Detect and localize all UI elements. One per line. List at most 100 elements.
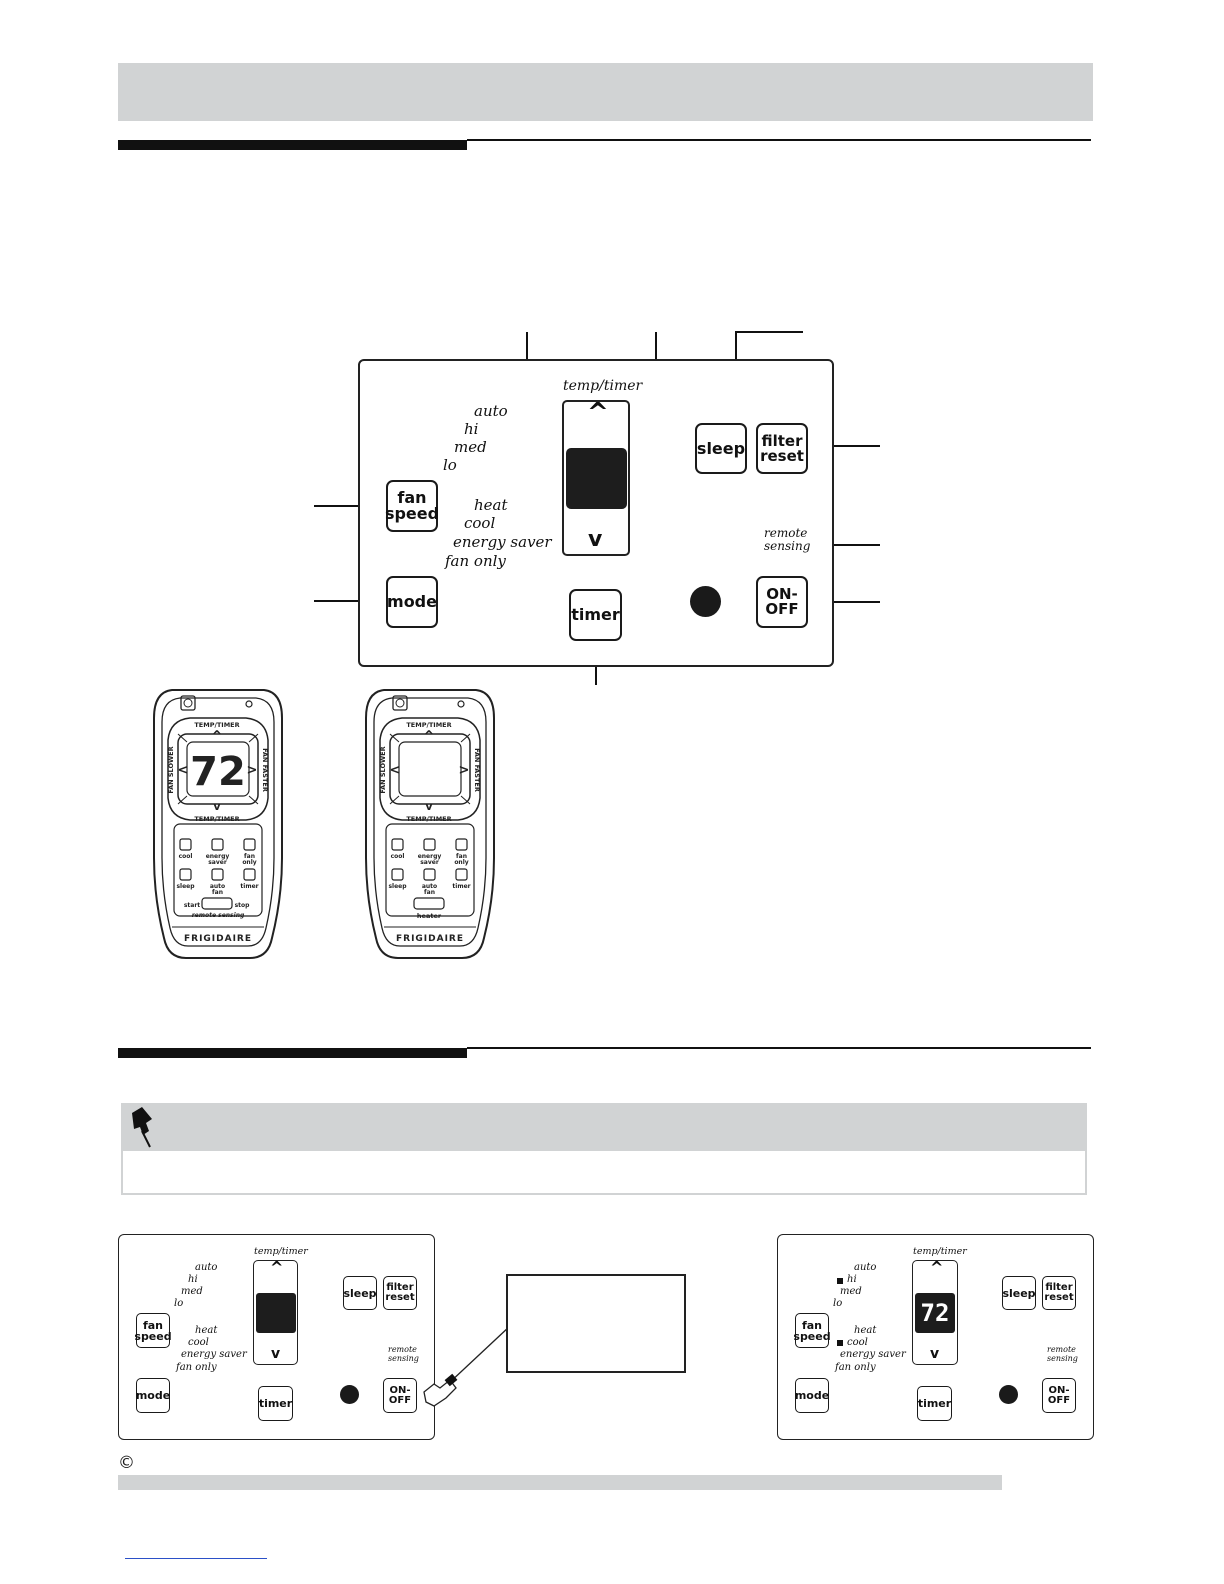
right-arrow-icon[interactable]: > bbox=[247, 763, 258, 778]
mode-heat: heat bbox=[195, 1325, 218, 1336]
on-off-button[interactable]: ON- OFF bbox=[383, 1378, 417, 1413]
fan-level-med: med bbox=[840, 1286, 862, 1297]
fan-speed-button[interactable]: fan speed bbox=[385, 480, 439, 532]
fan-faster-label: FAN FASTER bbox=[261, 748, 269, 792]
timer-button[interactable]: timer bbox=[258, 1386, 293, 1421]
temp-timer-top-label: TEMP/TIMER bbox=[406, 721, 451, 729]
right-arrow-icon[interactable]: > bbox=[459, 763, 470, 778]
note-body bbox=[121, 1151, 1087, 1195]
timer-button[interactable]: timer bbox=[569, 589, 622, 641]
mode-button[interactable]: mode bbox=[795, 1378, 829, 1413]
mode-fan-only: fan only bbox=[176, 1362, 217, 1373]
down-arrow-icon[interactable]: v bbox=[213, 800, 221, 813]
fan-speed-button[interactable]: fan speed bbox=[793, 1313, 831, 1348]
mode-cool: cool bbox=[847, 1337, 868, 1348]
timer-button[interactable]: timer bbox=[917, 1386, 952, 1421]
remote-sensing-label: remote sensing bbox=[764, 526, 811, 553]
on-off-button[interactable]: ON- OFF bbox=[756, 576, 808, 628]
fan-level-hi: hi bbox=[188, 1274, 198, 1285]
fan-level-med: med bbox=[454, 438, 487, 456]
mode-heat: heat bbox=[854, 1325, 877, 1336]
fan-slower-label: FAN SLOWER bbox=[167, 746, 175, 793]
sleep-label: sleep bbox=[176, 883, 195, 890]
callout-box bbox=[506, 1274, 686, 1373]
temp-timer-label: temp/timer bbox=[563, 378, 643, 394]
cool-label: cool bbox=[391, 853, 405, 860]
up-arrow-icon[interactable]: ^ bbox=[587, 398, 609, 428]
down-arrow-icon[interactable]: v bbox=[930, 1346, 940, 1362]
temp-timer-label: temp/timer bbox=[254, 1246, 308, 1257]
fan-slower-label: FAN SLOWER bbox=[379, 746, 387, 793]
fan-level-auto: auto bbox=[854, 1262, 877, 1273]
fan-speed-button[interactable]: fan speed bbox=[134, 1313, 172, 1348]
footer-bar bbox=[118, 1475, 1002, 1490]
sleep-button[interactable]: sleep bbox=[343, 1276, 377, 1310]
sleep-button[interactable]: sleep bbox=[1002, 1276, 1036, 1310]
fan-level-med: med bbox=[181, 1286, 203, 1297]
remote-sensing-label: remote sensing bbox=[1047, 1345, 1078, 1363]
fan-level-hi: hi bbox=[464, 420, 479, 438]
mode-heat: heat bbox=[474, 496, 508, 514]
heater-label: heater bbox=[417, 912, 442, 920]
copyright-symbol: © bbox=[118, 1453, 135, 1473]
fan-faster-label: FAN FASTER bbox=[473, 748, 481, 792]
fan-level-auto: auto bbox=[474, 402, 508, 420]
heater-button[interactable] bbox=[413, 897, 445, 910]
left-arrow-icon[interactable]: < bbox=[178, 763, 189, 778]
remote-sensing-button[interactable] bbox=[201, 897, 233, 910]
up-arrow-icon[interactable]: ^ bbox=[424, 729, 435, 744]
temp-timer-bottom-label: TEMP/TIMER bbox=[194, 815, 239, 823]
mode-fan-only: fan only bbox=[835, 1362, 876, 1373]
cool-label: cool bbox=[179, 853, 193, 860]
timer-label: timer bbox=[240, 883, 258, 890]
up-arrow-icon[interactable]: ^ bbox=[212, 729, 223, 744]
fan-level-lo: lo bbox=[174, 1298, 184, 1309]
on-off-button[interactable]: ON- OFF bbox=[1042, 1378, 1076, 1413]
up-arrow-icon[interactable]: ^ bbox=[270, 1258, 284, 1277]
mode-indicator-cool bbox=[837, 1340, 843, 1346]
section-rule-thin bbox=[467, 139, 1091, 141]
mode-energy-saver: energy saver bbox=[453, 533, 552, 551]
filter-reset-button[interactable]: filter reset bbox=[1042, 1276, 1076, 1310]
sleep-label: sleep bbox=[388, 883, 407, 890]
brand-logo: FRIGIDAIRE bbox=[184, 934, 252, 944]
pushpin-icon bbox=[132, 1107, 152, 1148]
remote-control-b: TEMP/TIMER TEMP/TIMER ^ v < > FAN SLOWER… bbox=[365, 689, 495, 959]
fan-indicator-hi bbox=[837, 1278, 843, 1284]
down-arrow-icon[interactable]: v bbox=[588, 527, 603, 552]
timer-label: timer bbox=[452, 883, 470, 890]
remote-sensor-indicator bbox=[340, 1385, 359, 1404]
mode-energy-saver: energy saver bbox=[181, 1349, 247, 1360]
mode-button[interactable]: mode bbox=[386, 576, 438, 628]
remote-sensor-indicator bbox=[999, 1385, 1018, 1404]
filter-reset-button[interactable]: filter reset bbox=[756, 423, 808, 474]
sleep-button[interactable]: sleep bbox=[695, 423, 747, 474]
left-arrow-icon[interactable]: < bbox=[390, 763, 401, 778]
temperature-display bbox=[256, 1293, 296, 1333]
remote-sensing-label: remote sensing bbox=[192, 912, 245, 919]
section-rule-thick bbox=[118, 140, 467, 150]
header-banner bbox=[118, 63, 1093, 121]
down-arrow-icon[interactable]: v bbox=[425, 800, 433, 813]
remote-display-value: 72 bbox=[190, 749, 246, 795]
remote-sensor-indicator bbox=[690, 586, 721, 617]
mode-button[interactable]: mode bbox=[136, 1378, 170, 1413]
fan-level-lo: lo bbox=[443, 456, 457, 474]
mode-cool: cool bbox=[464, 514, 496, 532]
temperature-display bbox=[566, 448, 627, 509]
footer-link-underline[interactable] bbox=[125, 1558, 267, 1559]
mode-energy-saver: energy saver bbox=[840, 1349, 906, 1360]
up-arrow-icon[interactable]: ^ bbox=[930, 1258, 944, 1277]
temp-timer-bottom-label: TEMP/TIMER bbox=[406, 815, 451, 823]
remote-control-a: TEMP/TIMER TEMP/TIMER ^ v < > 72 FAN SLO… bbox=[153, 689, 283, 959]
filter-reset-button[interactable]: filter reset bbox=[383, 1276, 417, 1310]
pointing-hand-icon bbox=[423, 1325, 511, 1407]
mode-fan-only: fan only bbox=[445, 552, 506, 570]
down-arrow-icon[interactable]: v bbox=[271, 1346, 281, 1362]
note-header bbox=[121, 1103, 1087, 1151]
